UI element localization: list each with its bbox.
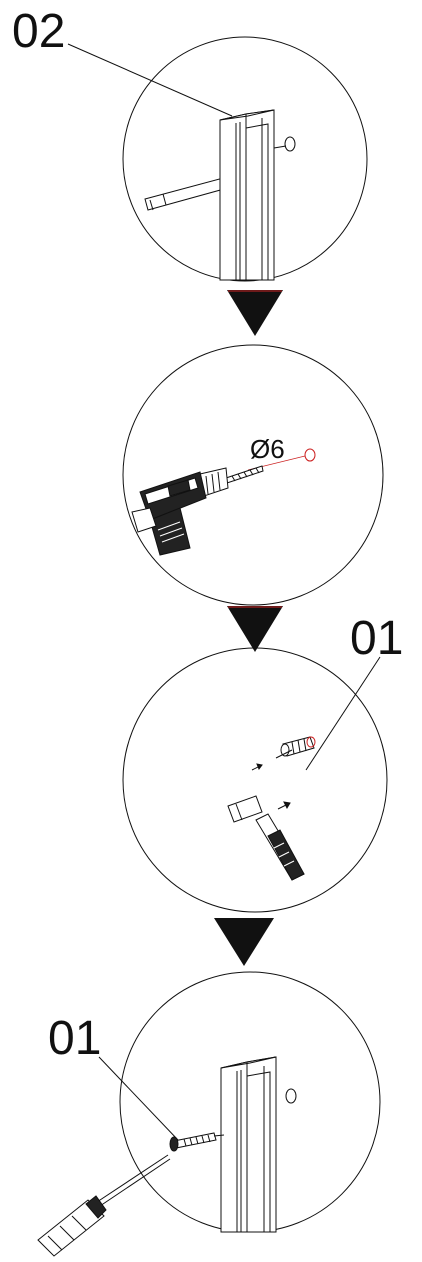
wall-hole-icon: [285, 1088, 297, 1104]
screwdriver-icon: [37, 1154, 171, 1257]
step-4-callout: 01: [48, 1012, 102, 1065]
screw-icon: [169, 1132, 225, 1152]
step-arrow-2: [227, 606, 283, 652]
step-arrow-1: [227, 290, 283, 336]
drill-hole-target-icon: [304, 448, 316, 462]
power-drill-icon: [131, 465, 264, 556]
step-2-callout: Ø6: [250, 434, 285, 464]
step-3-circle: [122, 647, 388, 913]
step-1-leader-line: [67, 43, 233, 117]
step-1-circle: [122, 36, 368, 282]
hammer-icon: [227, 795, 305, 881]
screw-hole-mark-icon: [273, 136, 296, 152]
step-1-callout: 02: [12, 5, 66, 58]
wall-profile-icon-2: [220, 1056, 277, 1233]
insertion-arrow-icons: [251, 749, 293, 810]
step-3-leader-line: [305, 656, 381, 771]
step-4-leader-line: [98, 1056, 179, 1141]
step-2-panel: Ø6: [122, 344, 384, 606]
plug-hole-mark-icon: [306, 736, 316, 748]
step-4-panel: [37, 971, 381, 1257]
step-arrow-3: [214, 918, 274, 966]
step-3-panel: [122, 647, 388, 913]
wall-profile-icon: [219, 109, 275, 281]
step-3-callout: 01: [350, 612, 404, 665]
step-2-circle: [122, 344, 384, 606]
step-1-panel: [67, 36, 368, 282]
